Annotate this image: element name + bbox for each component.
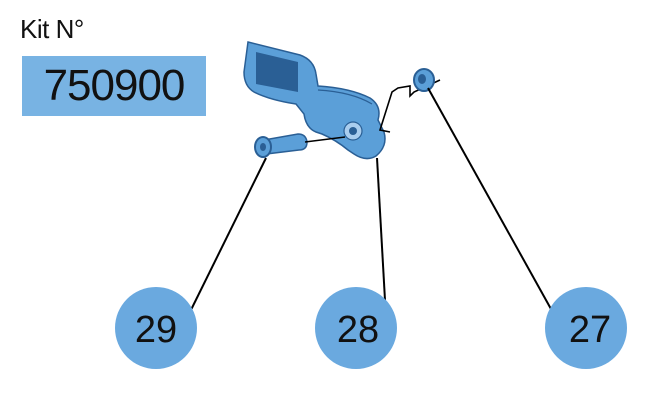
kit-number-value: 750900 xyxy=(43,61,186,110)
leader-line-27 xyxy=(427,87,557,319)
callout-circle xyxy=(315,287,397,369)
callout-number: 27 xyxy=(569,309,611,351)
callout-28: 28 xyxy=(315,287,397,369)
leader-line-28 xyxy=(376,157,387,319)
callout-27: 27 xyxy=(545,287,627,369)
callout-circle xyxy=(115,287,197,369)
lever-bracket-part xyxy=(243,41,386,160)
lever-paddle-recess xyxy=(256,52,298,92)
kit-number-label: Kit N° xyxy=(20,14,84,44)
lever-pivot-center xyxy=(349,127,357,135)
callout-number: 28 xyxy=(337,309,379,351)
kit-number-box: 750900 xyxy=(22,56,206,116)
spring-wire xyxy=(378,79,441,133)
lever-ridge xyxy=(317,89,373,105)
screw-axis-line xyxy=(304,136,346,143)
callout-number: 29 xyxy=(135,309,177,351)
callout-29: 29 xyxy=(115,287,197,369)
leader-line-29 xyxy=(185,157,267,321)
nut-hole xyxy=(418,74,426,84)
screw-part xyxy=(254,133,346,158)
wire-spring xyxy=(378,79,441,133)
screw-head-slot xyxy=(260,143,266,151)
callout-circle xyxy=(545,287,627,369)
nut-part xyxy=(413,68,435,92)
